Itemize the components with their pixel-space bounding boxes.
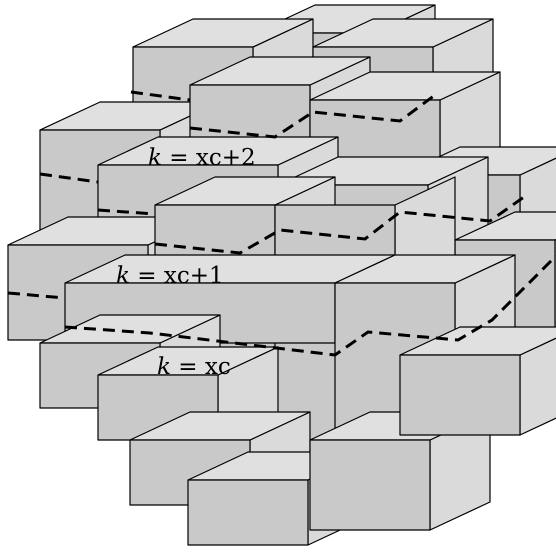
label-k-xc: k = xc xyxy=(157,354,231,380)
cube-lower-right-front-face xyxy=(399,354,521,436)
cut-line-5 xyxy=(154,195,525,255)
cube-stack xyxy=(7,4,556,546)
cut-line-3 xyxy=(39,172,99,184)
cube-bottom-right-front-face xyxy=(309,439,431,531)
cut-line-4 xyxy=(97,208,156,216)
label-k-xc-plus-2: k = xc+2 xyxy=(148,145,256,171)
cube-bottom-center-front-face xyxy=(187,479,309,546)
cut-line-7 xyxy=(64,254,556,357)
cube-lower-right xyxy=(399,326,556,436)
label-k-xc-plus-1: k = xc+1 xyxy=(116,263,224,289)
cut-line-1 xyxy=(130,90,191,102)
cut-line-6 xyxy=(7,291,66,300)
cut-line-2 xyxy=(189,93,436,139)
dashed-cut-lines xyxy=(7,90,556,357)
level-labels: k = xc+2 k = xc+1 k = xc xyxy=(116,145,256,380)
